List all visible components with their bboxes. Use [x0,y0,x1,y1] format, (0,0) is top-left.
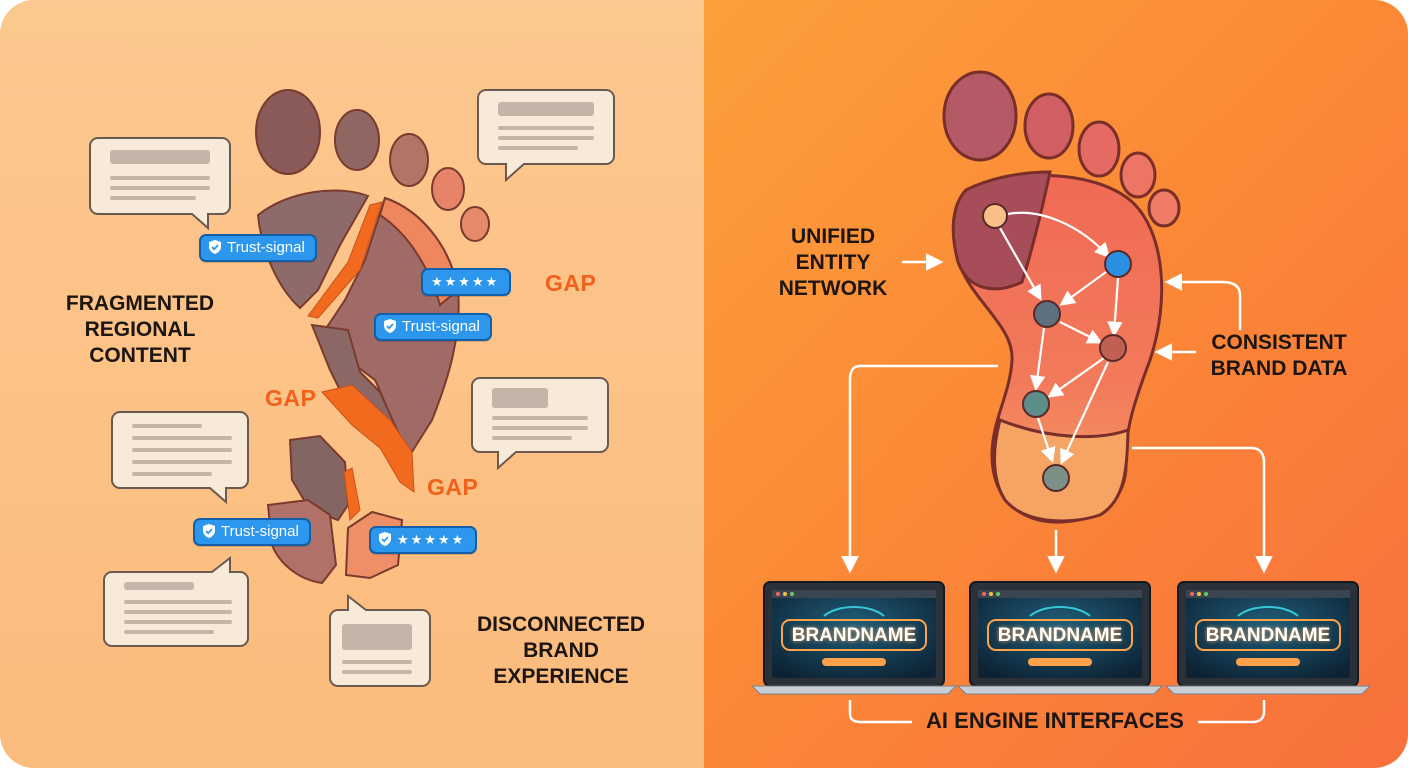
label-line: BRAND DATA [1210,357,1348,380]
label-line: DISCONNECTED [476,613,645,636]
trust-signal-badge: Trust-signal [199,234,317,262]
label-line: BRAND [523,639,599,662]
shield-check-icon [203,524,215,538]
star-icon: ★★★★★ [431,274,500,289]
network-node [982,203,1132,492]
badge-label: Trust-signal [227,239,305,256]
disconnected-experience-label: DISCONNECTED BRAND EXPERIENCE [466,612,656,690]
fragmented-content-label: FRAGMENTED REGIONAL CONTENT [50,291,230,369]
gap-crack [307,201,415,522]
star-rating-badge: ★★★★★ [421,268,512,296]
label-line: CONSISTENT [1211,331,1347,354]
label-line: UNIFIED [791,225,875,248]
gap-label: GAP [265,385,317,411]
trust-signal-badge: Trust-signal [374,313,492,341]
label-line: ENTITY [795,251,871,274]
laptop-brandname: BRANDNAME [997,625,1123,646]
arrow-icon [841,253,1273,724]
gap-label: GAP [427,474,479,500]
label-line: NETWORK [778,277,888,300]
laptop-brandname: BRANDNAME [791,625,917,646]
gap-label: GAP [545,270,597,296]
consistent-brand-data-label: CONSISTENT BRAND DATA [1200,330,1358,382]
label-line: CONTENT [89,344,191,367]
shield-check-icon [209,240,221,254]
badge-label: Trust-signal [221,523,299,540]
label-line: FRAGMENTED [65,292,215,315]
label-line: EXPERIENCE [493,665,629,688]
unified-entity-network-label: UNIFIED ENTITY NETWORK [768,224,898,302]
shield-check-icon [379,532,391,546]
label-line: REGIONAL [84,318,196,341]
bubble-lines [110,102,594,674]
ai-engine-interfaces-label: AI ENGINE INTERFACES [926,708,1184,733]
laptop-icon [750,581,1372,695]
unified-footprint-icon [942,70,1181,524]
trust-signal-badge: Trust-signal [193,518,311,546]
entity-network [999,211,1123,465]
star-icon: ★★★★★ [397,532,466,547]
laptop-brandname: BRANDNAME [1205,625,1331,646]
shield-check-icon [384,319,396,333]
badge-label: Trust-signal [402,318,480,335]
star-rating-badge: ★★★★★ [369,526,478,554]
